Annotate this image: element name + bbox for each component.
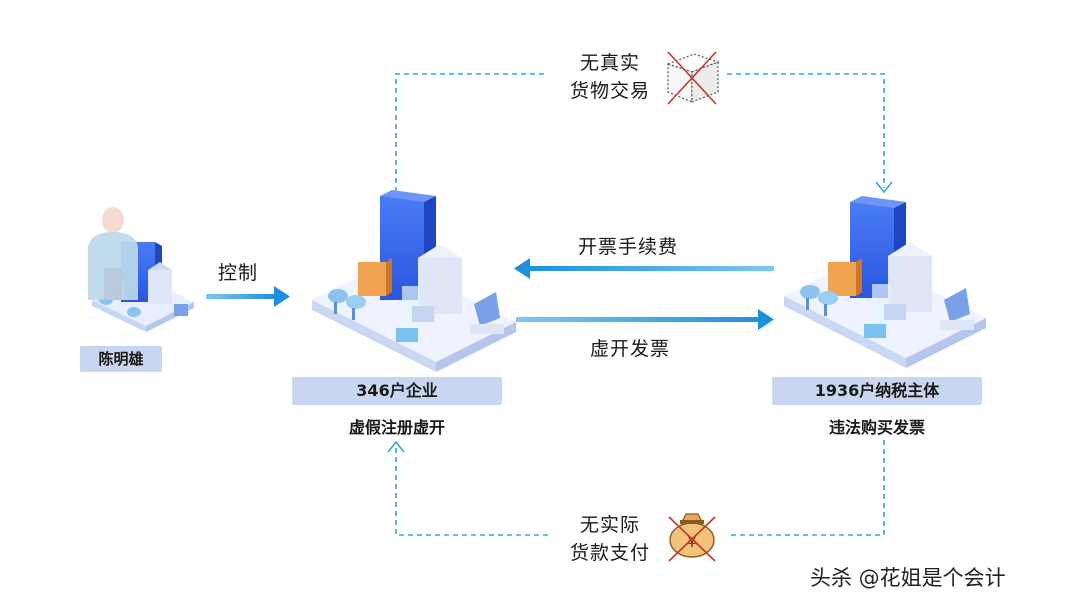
right-company-desc: 违法购买发票 bbox=[828, 418, 925, 437]
fee-flow-label: 开票手续费 bbox=[578, 236, 679, 258]
watermark: 头杀 @花姐是个会计 bbox=[810, 566, 1006, 590]
dashed-bottom-arrowhead bbox=[387, 440, 405, 453]
no-payment-line2: 货款支付 bbox=[569, 542, 650, 564]
no-payment-line1: 无实际 bbox=[579, 514, 640, 536]
dashed-top-arrowhead bbox=[875, 181, 893, 194]
svg-text:¥: ¥ bbox=[688, 535, 697, 551]
left-company-desc: 虚假注册虚开 bbox=[348, 418, 445, 437]
right-company-count-badge: 1936户纳税主体 bbox=[772, 377, 982, 405]
control-label: 控制 bbox=[218, 262, 259, 284]
money-bag-crossed-icon: ¥ bbox=[668, 513, 716, 562]
person-name-badge: 陈明雄 bbox=[80, 346, 162, 372]
company-left-illustration bbox=[312, 190, 516, 372]
dashed-top-loop bbox=[395, 73, 885, 192]
fee-arrow bbox=[514, 258, 774, 279]
control-arrow bbox=[206, 286, 290, 307]
no-goods-line1: 无真实 bbox=[579, 52, 640, 74]
company-right-illustration bbox=[784, 196, 986, 368]
person-illustration bbox=[88, 207, 194, 332]
left-company-count-badge: 346户企业 bbox=[292, 377, 502, 405]
dashed-bottom-loop bbox=[395, 440, 885, 536]
invoice-arrow bbox=[516, 309, 774, 330]
no-goods-line2: 货物交易 bbox=[569, 80, 650, 102]
box-crossed-icon bbox=[666, 51, 720, 105]
invoice-flow-label: 虚开发票 bbox=[590, 338, 671, 360]
